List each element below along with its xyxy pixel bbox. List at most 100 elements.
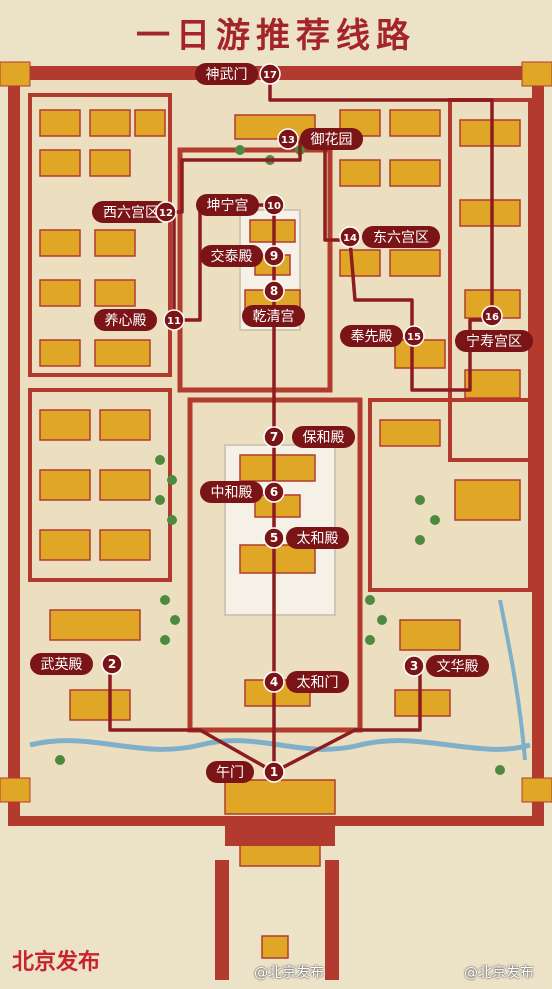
watermark-center: @北京发布 [254, 965, 324, 981]
route-stop: 交泰殿 9 [200, 245, 285, 267]
stop-name: 太和门 [297, 675, 339, 691]
stop-number-badge [263, 426, 285, 448]
route-stop: 养心殿 11 [94, 309, 185, 331]
stop-label-background [292, 426, 355, 448]
stop-label-background [242, 305, 305, 327]
east-channel [498, 599, 527, 761]
south-wall-gap [225, 826, 335, 846]
trees [55, 145, 505, 775]
stop-number: 17 [263, 70, 277, 81]
stop-name: 御花园 [311, 132, 353, 148]
stop-label-background [426, 655, 489, 677]
route-stop: 文华殿 3 [403, 655, 489, 677]
west-palaces-wall [28, 93, 172, 377]
map-title: 一日游推荐线路 [136, 16, 416, 56]
stop-label-background [340, 325, 403, 347]
stop-label-background [286, 671, 349, 693]
stop-label-background [286, 527, 349, 549]
gate-pavilion [261, 935, 289, 959]
route-stop: 武英殿 2 [30, 653, 123, 675]
stop-name: 神武门 [206, 67, 248, 83]
stop-name: 午门 [216, 765, 244, 781]
route-stop: 太和门 4 [263, 671, 349, 693]
route-stop: 神武门 17 [195, 63, 281, 85]
stop-number-badge [163, 309, 185, 331]
stop-number-badge [339, 226, 361, 248]
stop-number: 12 [159, 208, 173, 219]
stop-label-background [200, 245, 263, 267]
stop-number-badge [259, 63, 281, 85]
stop-label-background [206, 761, 254, 783]
corner-tower-nw [0, 61, 31, 87]
stop-name: 东六宫区 [373, 230, 429, 246]
brand-logo: 北京发布 [12, 950, 101, 975]
stop-number: 9 [270, 249, 278, 263]
stop-number: 8 [270, 284, 278, 298]
stop-label-background [195, 63, 258, 85]
stop-name: 养心殿 [105, 313, 147, 329]
stop-label-background [455, 330, 533, 352]
stop-name: 奉先殿 [351, 329, 393, 345]
stop-number-badge [263, 280, 285, 302]
east-block-wall [368, 398, 532, 592]
stop-name: 宁寿宫区 [466, 333, 522, 350]
approach-wall-east [325, 860, 339, 980]
stop-label-background [94, 309, 157, 331]
stop-name: 西六宫区 [103, 205, 159, 221]
corner-tower-ne [521, 61, 552, 87]
stop-number: 1 [270, 765, 278, 779]
stop-number: 11 [167, 316, 181, 327]
stop-number-badge [263, 671, 285, 693]
stop-name: 交泰殿 [211, 248, 253, 265]
stop-name: 中和殿 [211, 485, 253, 501]
stop-number-badge [263, 527, 285, 549]
stop-label-background [30, 653, 93, 675]
stop-number-badge [101, 653, 123, 675]
stop-label-background [92, 201, 170, 223]
west-block-wall [28, 388, 172, 582]
stop-name: 文华殿 [437, 659, 479, 675]
route-stop: 午门 1 [206, 761, 285, 783]
stop-number-badge [263, 245, 285, 267]
stop-number: 7 [270, 430, 278, 444]
west-buildings [39, 109, 166, 721]
stop-number-badge [403, 325, 425, 347]
stop-number-badge [263, 761, 285, 783]
stop-label-background [196, 194, 259, 216]
stop-number-badge [263, 194, 285, 216]
stop-number: 10 [267, 201, 281, 212]
route-stop: 太和殿 5 [263, 527, 349, 549]
approach-wall-west [215, 860, 229, 980]
stop-name: 坤宁宫 [207, 197, 249, 214]
stop-number: 2 [108, 657, 116, 671]
stop-number-badge [403, 655, 425, 677]
stop-number-badge [263, 481, 285, 503]
stop-label-background [362, 226, 440, 248]
stop-number: 3 [410, 659, 418, 673]
stop-number: 5 [270, 531, 278, 545]
stop-name: 乾清宫 [253, 309, 295, 325]
stop-number-badge [155, 201, 177, 223]
inner-court-wall [177, 147, 333, 393]
route-stop: 东六宫区 14 [339, 226, 440, 248]
stop-number: 6 [270, 485, 278, 499]
stop-name: 太和殿 [297, 531, 339, 547]
stop-number: 14 [343, 233, 357, 244]
route-stop: 中和殿 6 [200, 481, 285, 503]
stop-number: 4 [270, 675, 278, 689]
route-stop: 坤宁宫 10 [196, 194, 285, 216]
watermark-right: @北京发布 [464, 965, 534, 981]
stop-name: 武英殿 [41, 656, 83, 673]
golden-water-river [29, 738, 531, 752]
route-stop: 乾清宫 8 [242, 280, 305, 327]
stop-number: 16 [485, 312, 499, 323]
stop-number-badge [277, 128, 299, 150]
corner-tower-sw [0, 777, 31, 803]
